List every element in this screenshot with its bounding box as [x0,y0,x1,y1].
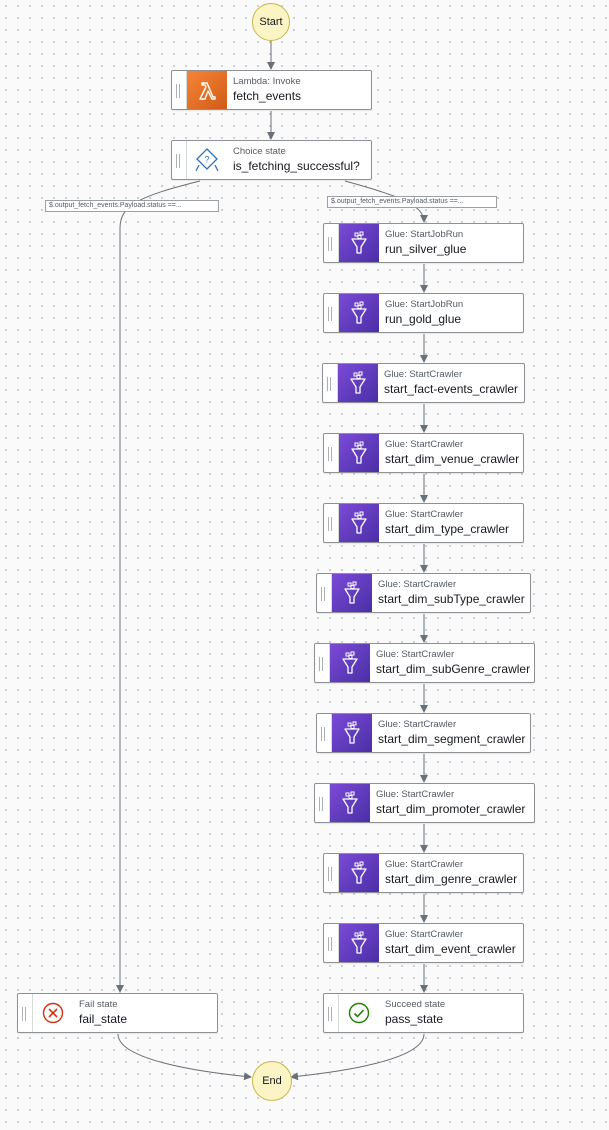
glue-icon [329,644,370,682]
glue-icon [338,294,379,332]
state-type-label: Glue: StartCrawler [384,368,463,380]
lambda-icon [186,71,227,109]
edge-succeed-end [290,1033,425,1081]
drag-handle[interactable] [172,141,186,179]
state-type-label: Glue: StartCrawler [378,578,457,590]
state-type-label: Choice state [233,145,286,157]
drag-handle[interactable] [323,364,337,402]
state-start-dim-genre-crawler[interactable]: Glue: StartCrawler start_dim_genre_crawl… [323,853,524,893]
edge-choice-fail [116,180,201,993]
state-succeed[interactable]: Succeed state pass_state [323,993,524,1033]
drag-handle[interactable] [324,924,338,962]
state-type-label: Glue: StartCrawler [385,508,464,520]
state-start-dim-subtype-crawler[interactable]: Glue: StartCrawler start_dim_subType_cra… [316,573,531,613]
state-type-label: Glue: StartJobRun [385,228,464,240]
fail-icon [32,994,73,1032]
condition-label-success[interactable]: $.output_fetch_events.Payload.status ==.… [327,196,497,208]
condition-label-fail[interactable]: $.output_fetch_events.Payload.status ==.… [45,200,219,212]
start-label: Start [259,16,283,28]
state-name-label: fail_state [79,1011,128,1026]
state-name-label: start_dim_segment_crawler [378,731,526,746]
state-name-label: start_dim_subType_crawler [378,591,525,606]
succeed-icon [338,994,379,1032]
start-node[interactable]: Start [252,3,290,41]
state-type-label: Glue: StartJobRun [385,298,464,310]
drag-handle[interactable] [315,644,329,682]
state-run-silver-glue[interactable]: Glue: StartJobRun run_silver_glue [323,223,524,263]
drag-handle[interactable] [324,854,338,892]
state-type-label: Lambda: Invoke [233,75,301,87]
state-name-label: start_dim_subGenre_crawler [376,661,531,676]
state-type-label: Succeed state [385,998,446,1010]
edge-fail-end [117,1033,252,1081]
drag-handle[interactable] [324,994,338,1032]
state-name-label: start_fact-events_crawler [384,381,519,396]
drag-handle[interactable] [18,994,32,1032]
state-name-label: pass_state [385,1011,444,1026]
glue-icon [338,924,379,962]
state-type-label: Glue: StartCrawler [385,858,464,870]
state-type-label: Glue: StartCrawler [385,928,464,940]
state-start-dim-venue-crawler[interactable]: Glue: StartCrawler start_dim_venue_crawl… [323,433,524,473]
glue-icon [338,224,379,262]
drag-handle[interactable] [324,504,338,542]
drag-handle[interactable] [317,714,331,752]
state-choice[interactable]: ? Choice state is_fetching_successful? [171,140,372,180]
glue-icon [331,574,372,612]
state-start-dim-segment-crawler[interactable]: Glue: StartCrawler start_dim_segment_cra… [316,713,531,753]
state-type-label: Glue: StartCrawler [376,788,455,800]
state-name-label: start_dim_venue_crawler [385,451,520,466]
drag-handle[interactable] [172,71,186,109]
state-name-label: start_dim_event_crawler [385,941,516,956]
glue-icon [338,504,379,542]
state-start-dim-type-crawler[interactable]: Glue: StartCrawler start_dim_type_crawle… [323,503,524,543]
state-start-fact-events-crawler[interactable]: Glue: StartCrawler start_fact-events_cra… [322,363,525,403]
drag-handle[interactable] [317,574,331,612]
glue-icon [338,434,379,472]
state-name-label: fetch_events [233,88,302,103]
choice-icon: ? [186,141,227,179]
state-type-label: Glue: StartCrawler [376,648,455,660]
glue-icon [337,364,378,402]
state-name-label: start_dim_type_crawler [385,521,510,536]
drag-handle[interactable] [324,434,338,472]
state-fetch-events[interactable]: Lambda: Invoke fetch_events [171,70,372,110]
state-name-label: start_dim_genre_crawler [385,871,518,886]
end-label: End [262,1075,282,1087]
drag-handle[interactable] [324,224,338,262]
state-run-gold-glue[interactable]: Glue: StartJobRun run_gold_glue [323,293,524,333]
state-type-label: Fail state [79,998,118,1010]
state-name-label: start_dim_promoter_crawler [376,801,526,816]
state-start-dim-subgenre-crawler[interactable]: Glue: StartCrawler start_dim_subGenre_cr… [314,643,535,683]
state-name-label: is_fetching_successful? [233,158,360,173]
glue-icon [331,714,372,752]
state-fail[interactable]: Fail state fail_state [17,993,218,1033]
glue-icon [338,854,379,892]
state-name-label: run_silver_glue [385,241,467,256]
state-name-label: run_gold_glue [385,311,462,326]
state-type-label: Glue: StartCrawler [385,438,464,450]
end-node[interactable]: End [252,1061,292,1101]
state-start-dim-event-crawler[interactable]: Glue: StartCrawler start_dim_event_crawl… [323,923,524,963]
drag-handle[interactable] [324,294,338,332]
drag-handle[interactable] [315,784,329,822]
state-type-label: Glue: StartCrawler [378,718,457,730]
glue-icon [329,784,370,822]
svg-text:?: ? [204,155,209,165]
state-start-dim-promoter-crawler[interactable]: Glue: StartCrawler start_dim_promoter_cr… [314,783,535,823]
